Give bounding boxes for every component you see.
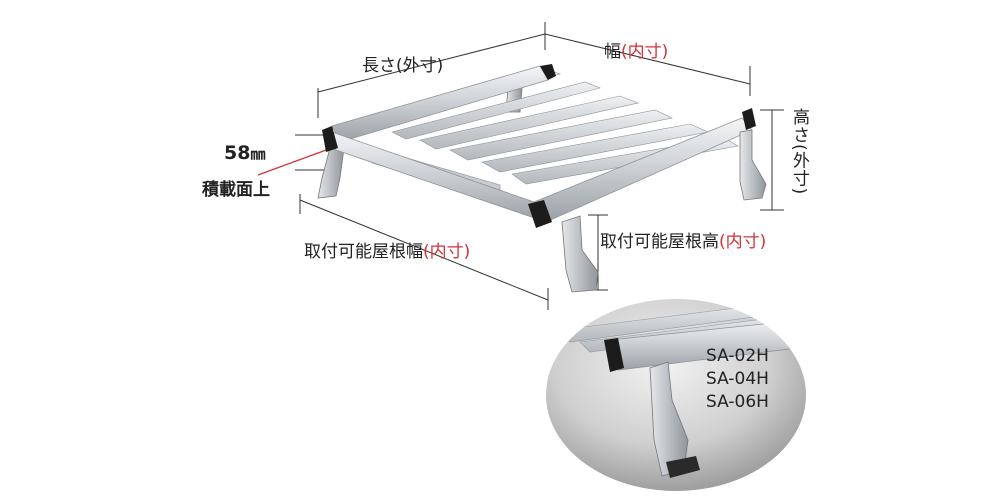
model-sa-04h: SA-04H <box>706 369 769 389</box>
inset-clamp-icon <box>666 456 700 478</box>
dimension-lines <box>295 22 784 310</box>
end-cap-front-left <box>528 200 552 228</box>
mount-width-label: 取付可能屋根幅(内寸) <box>304 242 471 262</box>
length-dimension-line <box>317 33 546 93</box>
inset-end-cap <box>604 338 624 372</box>
inset-closeup <box>546 299 806 491</box>
model-list: SA-02H SA-04H SA-06H <box>706 345 769 414</box>
end-cap-right <box>742 108 756 130</box>
clearance-label: 58㎜ <box>224 144 265 163</box>
mount-height-label: 取付可能屋根高(内寸) <box>600 232 767 252</box>
model-sa-02h: SA-02H <box>706 346 769 366</box>
mount-width-dimension-line <box>299 199 549 301</box>
clearance-unit: ㎜ <box>250 145 266 163</box>
height-label: 高さ(外寸) <box>789 108 809 196</box>
end-cap-rear-left <box>322 126 338 152</box>
length-label: 長さ(外寸) <box>362 56 444 76</box>
width-label: 幅(内寸) <box>604 42 669 62</box>
model-sa-06h: SA-06H <box>706 392 769 412</box>
load-surface-label: 積載面上 <box>202 180 270 200</box>
front-right-leg <box>739 129 767 201</box>
rear-left-leg <box>317 147 345 199</box>
clearance-value: 58 <box>224 142 251 164</box>
inset-leg <box>649 361 689 477</box>
front-left-leg <box>561 215 599 293</box>
width-dimension-line <box>544 33 751 85</box>
roof-rack <box>317 64 767 293</box>
